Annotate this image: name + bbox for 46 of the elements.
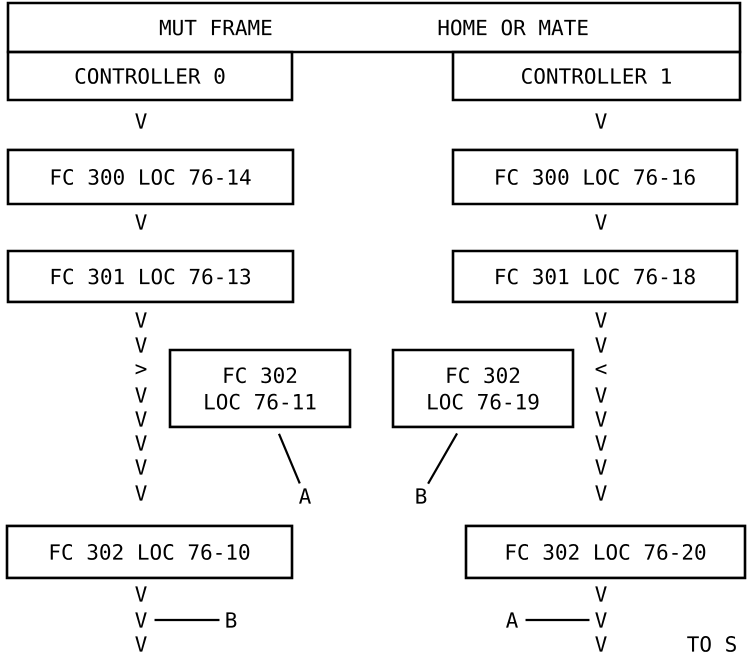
flow-arrow-glyph: V bbox=[595, 435, 607, 451]
process-box: CONTROLLER 1 bbox=[452, 50, 742, 102]
flow-arrow-glyph: > bbox=[136, 364, 146, 374]
process-box: FC 302 LOC 76-11 bbox=[168, 348, 352, 428]
process-box: MUT FRAME HOME OR MATE bbox=[6, 2, 742, 54]
flow-arrow-glyph: V bbox=[595, 214, 607, 230]
flow-arrow-glyph: V bbox=[135, 337, 147, 353]
process-box: FC 301 LOC 76-18 bbox=[452, 250, 738, 304]
leader-line bbox=[526, 618, 590, 622]
flow-arrow-glyph: V bbox=[595, 312, 607, 328]
connector-letter: V bbox=[135, 612, 147, 628]
process-box: FC 302 LOC 76-20 bbox=[464, 524, 746, 580]
flow-arrow-glyph: < bbox=[596, 364, 606, 374]
flow-arrow-glyph: V bbox=[135, 435, 147, 451]
flow-arrow-glyph: V bbox=[135, 586, 147, 602]
flow-arrow-glyph: V bbox=[595, 485, 607, 501]
leader-line bbox=[278, 433, 301, 484]
flow-arrow-glyph: V bbox=[135, 459, 147, 475]
flow-arrow-glyph: V bbox=[595, 113, 607, 129]
process-box: FC 302 LOC 76-19 bbox=[392, 348, 574, 428]
flow-arrow-glyph: V bbox=[595, 411, 607, 427]
flow-arrow-glyph: V bbox=[595, 586, 607, 602]
process-box: FC 301 LOC 76-13 bbox=[6, 250, 294, 304]
flow-arrow-glyph: V bbox=[595, 337, 607, 353]
flow-arrow-glyph: V bbox=[135, 214, 147, 230]
note-text: TO S bbox=[687, 636, 736, 652]
flow-arrow-glyph: V bbox=[135, 113, 147, 129]
flow-arrow-glyph: V bbox=[595, 636, 607, 652]
process-box: FC 300 LOC 76-14 bbox=[6, 148, 294, 206]
flow-arrow-glyph: V bbox=[135, 636, 147, 652]
process-box: CONTROLLER 0 bbox=[6, 50, 294, 102]
flow-arrow-glyph: V bbox=[595, 387, 607, 403]
flow-arrow-glyph: V bbox=[135, 312, 147, 328]
process-box: FC 302 LOC 76-10 bbox=[6, 524, 294, 580]
connector-letter: B bbox=[226, 612, 236, 628]
flow-arrow-glyph: V bbox=[135, 411, 147, 427]
connector-letter: A bbox=[299, 488, 311, 504]
process-box: FC 300 LOC 76-16 bbox=[452, 148, 738, 206]
flow-arrow-glyph: V bbox=[135, 485, 147, 501]
leader-line bbox=[427, 432, 458, 484]
flow-arrow-glyph: V bbox=[595, 459, 607, 475]
flow-arrow-glyph: V bbox=[135, 387, 147, 403]
connector-letter: B bbox=[416, 488, 426, 504]
connector-letter: V bbox=[595, 612, 607, 628]
connector-letter: A bbox=[506, 612, 518, 628]
leader-line bbox=[154, 618, 220, 622]
